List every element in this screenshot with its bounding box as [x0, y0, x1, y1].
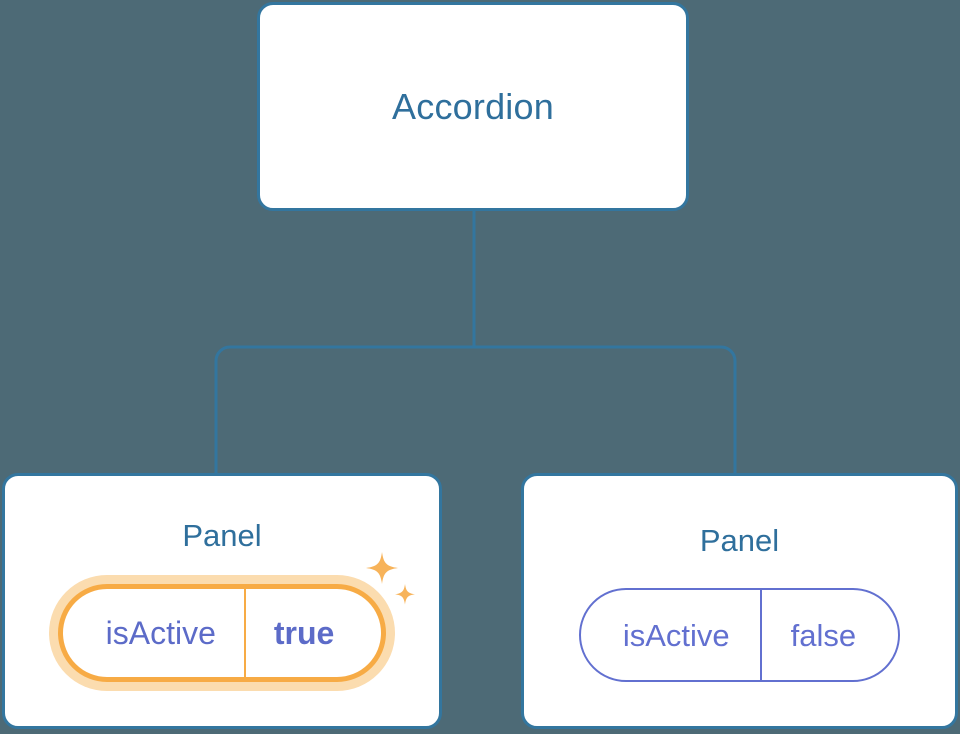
node-panel-inactive[interactable]: Panel isActive false — [521, 473, 958, 729]
node-panel-active-title: Panel — [182, 518, 262, 553]
prop-pill-inactive-wrapper: isActive false — [578, 588, 901, 682]
prop-pill-key: isActive — [622, 617, 730, 653]
node-panel-inactive-title: Panel — [699, 523, 780, 558]
prop-pill-value: false — [759, 590, 898, 680]
node-panel-inactive-body: Panel isActive false — [524, 476, 955, 726]
sparkle-large-icon — [366, 552, 399, 584]
node-panel-active-body: Panel isActive true — [5, 476, 439, 726]
prop-pill-is-active-true[interactable]: isActive true — [57, 584, 387, 682]
connector-branch-right — [474, 345, 737, 473]
prop-pill-key: isActive — [105, 615, 216, 651]
node-accordion[interactable]: Accordion — [257, 2, 689, 211]
sparkle-small-icon — [395, 584, 416, 605]
connector-branch-left — [214, 345, 474, 473]
prop-pill-value: true — [243, 589, 381, 677]
node-accordion-title: Accordion — [392, 85, 554, 127]
node-panel-active[interactable]: Panel isActive true — [2, 473, 442, 729]
prop-pill-active-wrapper: isActive true — [57, 552, 416, 682]
prop-pill-is-active-false[interactable]: isActive false — [578, 588, 901, 682]
